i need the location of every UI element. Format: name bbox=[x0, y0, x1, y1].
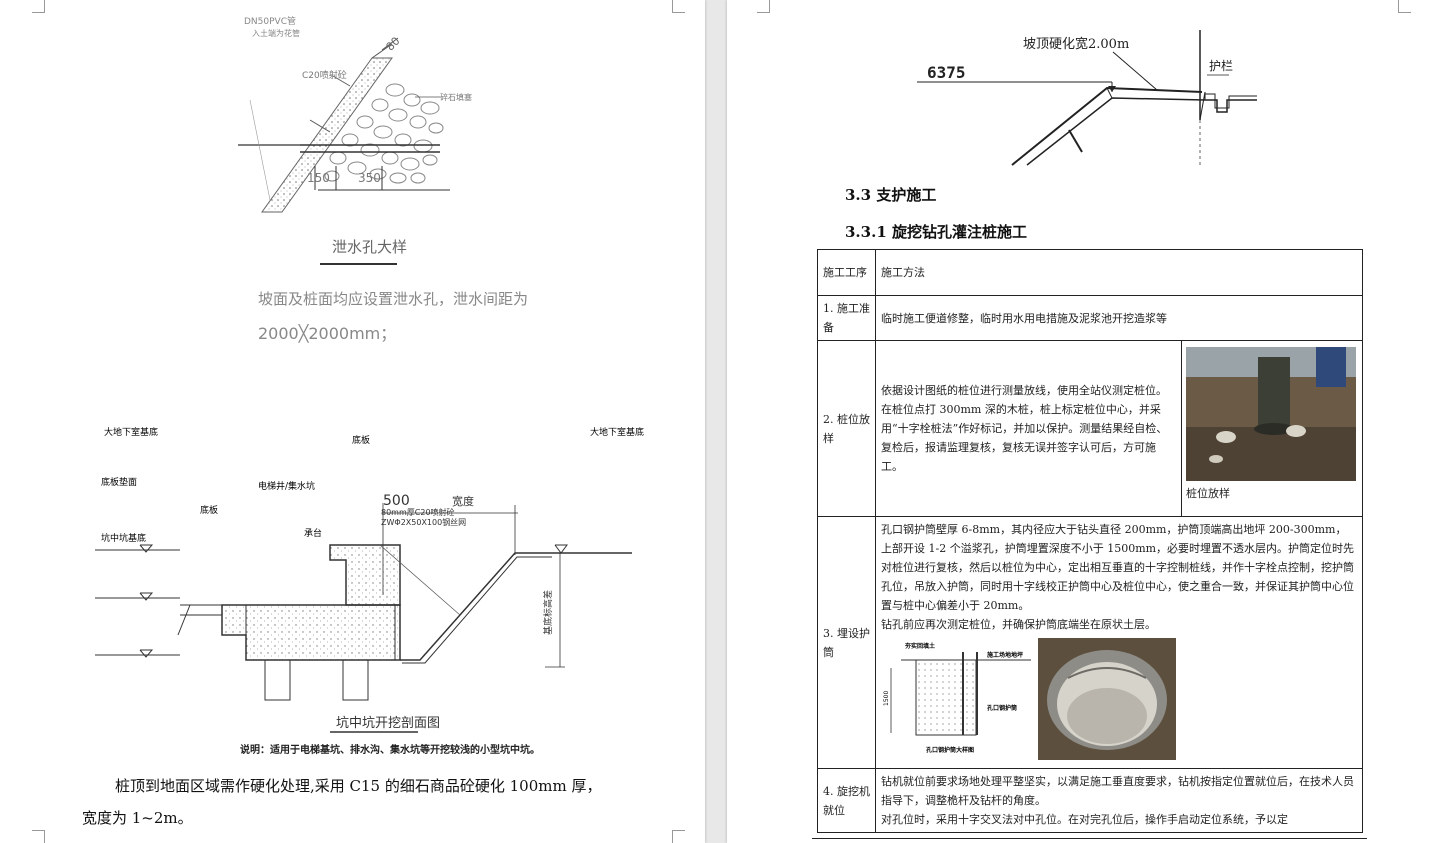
document-page-left: DN50PVC管 入土端为花管 C20喷射砼 碎石填塞 80 150 350 泄… bbox=[0, 0, 705, 843]
pile-layout-photo-caption: 桩位放样 bbox=[1186, 487, 1230, 500]
page-corner-mark bbox=[757, 0, 770, 13]
pile-layout-photo-cell: 桩位放样 bbox=[1181, 340, 1363, 517]
pit-in-pit-section-figure: 大地下室基底 大地下室基底 底板 底板垫面 底板 电梯井/集水坑 承台 坑中坑基… bbox=[95, 426, 644, 756]
elevator-pit-label: 电梯井/集水坑 bbox=[258, 480, 315, 492]
pipe-sub-label: 入土端为花管 bbox=[252, 28, 300, 38]
gravel-label: 碎石填塞 bbox=[440, 92, 472, 102]
pit-figure-title: 坑中坑开挖剖面图 bbox=[336, 716, 440, 731]
table-row: 1. 施工准备 临时施工便道修整，临时用水用电措施及泥浆池开挖造浆等 bbox=[817, 295, 1363, 341]
row-step-1: 1. 施工准备 bbox=[817, 295, 876, 341]
casing-figures: 夯实回填土 施工场地地坪 孔口钢护筒 1500 孔口钢护筒大样图 bbox=[881, 638, 1357, 760]
construction-procedure-table: 施工工序 施工方法 1. 施工准备 临时施工便道修整，临时用水用电措施及泥浆池开… bbox=[817, 249, 1363, 833]
table-row: 3. 埋设护筒 孔口钢护筒壁厚 6-8mm，其内径应大于钻头直径 200mm，护… bbox=[817, 516, 1363, 769]
depth-difference-label: 基底标高差 bbox=[542, 590, 554, 635]
concrete-label: C20喷射砼 bbox=[302, 69, 347, 81]
table-header-row: 施工工序 施工方法 bbox=[817, 249, 1363, 296]
casing-label-casing: 孔口钢护筒 bbox=[987, 704, 1017, 712]
row-method-4-cell: 钻机就位前要求场地处理平整坚实，以满足施工垂直度要求，钻机按指定位置就位后，在技… bbox=[875, 768, 1363, 833]
casing-dim: 1500 bbox=[883, 691, 890, 706]
concrete-thickness-note: 80mm厚C20喷射砼 bbox=[381, 507, 455, 517]
slope-top-label: 坡顶硬化宽2.00m bbox=[1023, 36, 1129, 52]
floor-slab-top-label: 底板 bbox=[352, 434, 370, 446]
casing-label-ground: 施工场地地坪 bbox=[987, 651, 1023, 659]
table-row: 2. 桩位放样 依据设计图纸的桩位进行测量放线，使用全站仪测定桩位。在桩位点打 … bbox=[817, 340, 1363, 517]
pile-layout-photo bbox=[1186, 347, 1356, 481]
slab-cushion-label: 底板垫面 bbox=[101, 476, 137, 488]
drain-hole-detail-figure: DN50PVC管 入土端为花管 C20喷射砼 碎石填塞 80 150 350 泄… bbox=[238, 15, 472, 265]
basement-right-label: 大地下室基底 bbox=[590, 426, 644, 438]
row-step-3: 3. 埋设护筒 bbox=[817, 516, 876, 769]
railing-label: 护栏 bbox=[1209, 58, 1233, 73]
casing-photo bbox=[1038, 638, 1176, 760]
pipe-label: DN50PVC管 bbox=[244, 15, 296, 27]
row-method-2: 依据设计图纸的桩位进行测量放线，使用全站仪测定桩位。在桩位点打 300mm 深的… bbox=[875, 340, 1182, 517]
row-step-4: 4. 旋挖机就位 bbox=[817, 768, 876, 833]
casing-label-backfill: 夯实回填土 bbox=[904, 642, 935, 650]
dim-500: 500 bbox=[383, 493, 410, 509]
section-heading-3-3: 3.3 支护施工 bbox=[845, 186, 937, 204]
header-step: 施工工序 bbox=[817, 249, 876, 296]
dim-80: 80 bbox=[384, 34, 403, 53]
page-corner-mark bbox=[1398, 0, 1411, 13]
page-corner-mark bbox=[32, 0, 45, 13]
row-method-1: 临时施工便道修整，临时用水用电措施及泥浆池开挖造浆等 bbox=[875, 295, 1363, 341]
elevation-value: 6375 bbox=[927, 63, 966, 82]
concrete-layer bbox=[261, 57, 393, 213]
page-corner-mark bbox=[672, 0, 685, 13]
section-heading-3-3-1: 3.3.1 旋挖钻孔灌注桩施工 bbox=[845, 223, 1027, 241]
drain-note-line2: 2000╳2000mm； bbox=[258, 324, 397, 343]
casing-detail-diagram: 夯实回填土 施工场地地坪 孔口钢护筒 1500 孔口钢护筒大样图 bbox=[883, 642, 1031, 754]
width-label: 宽度 bbox=[452, 494, 474, 508]
drain-figure-title: 泄水孔大样 bbox=[332, 238, 407, 256]
row-method-3-cell: 孔口钢护筒壁厚 6-8mm，其内径应大于钻头直径 200mm，护筒顶端高出地坪 … bbox=[875, 516, 1363, 769]
row-step-2: 2. 桩位放样 bbox=[817, 340, 876, 517]
paragraph-hardening-line1: 桩顶到地面区域需作硬化处理,采用 C15 的细石商品砼硬化 100mm 厚， bbox=[115, 777, 602, 795]
cap-label: 承台 bbox=[304, 527, 322, 539]
mesh-note: ZWΦ2X50X100钢丝网 bbox=[381, 517, 466, 527]
document-page-right: 6375 坡顶硬化宽2.00m 护栏 3.3 支护施工 3.3.1 旋挖钻孔灌注… bbox=[727, 0, 1441, 843]
row-method-3-extra: 钻孔前应再次测定桩位，并确保护筒底端坐在原状土层。 bbox=[881, 618, 1156, 631]
page-corner-mark bbox=[32, 830, 45, 843]
table-row: 4. 旋挖机就位 钻机就位前要求场地处理平整坚实，以满足施工垂直度要求，钻机按指… bbox=[817, 768, 1363, 833]
pit-bottom-label: 坑中坑基底 bbox=[101, 532, 146, 544]
page-corner-mark bbox=[672, 830, 685, 843]
dim-350: 350 bbox=[358, 171, 381, 185]
floor-slab-label: 底板 bbox=[200, 504, 218, 516]
header-method: 施工方法 bbox=[875, 249, 1363, 296]
dim-150: 150 bbox=[307, 171, 330, 185]
row-method-3: 孔口钢护筒壁厚 6-8mm，其内径应大于钻头直径 200mm，护筒顶端高出地坪 … bbox=[881, 523, 1355, 612]
drain-note-line1: 坡面及桩面均应设置泄水孔，泄水间距为 bbox=[258, 290, 529, 308]
row-method-4-extra: 对孔位时，采用十字交叉法对中孔位。在对完孔位后，操作手启动定位系统，予以定 bbox=[881, 813, 1288, 826]
paragraph-hardening-line2: 宽度为 1~2m。 bbox=[82, 809, 193, 827]
pit-figure-note: 说明：适用于电梯基坑、排水沟、集水坑等开挖较浅的小型坑中坑。 bbox=[240, 743, 540, 756]
slope-top-hardening-figure: 6375 坡顶硬化宽2.00m 护栏 bbox=[917, 30, 1257, 166]
bottom-rule bbox=[812, 838, 1367, 839]
gravel-fill bbox=[324, 83, 444, 184]
basement-left-label: 大地下室基底 bbox=[104, 426, 158, 438]
row-method-4: 钻机就位前要求场地处理平整坚实，以满足施工垂直度要求，钻机按指定位置就位后，在技… bbox=[881, 775, 1354, 807]
casing-diagram-caption: 孔口钢护筒大样图 bbox=[926, 746, 974, 754]
